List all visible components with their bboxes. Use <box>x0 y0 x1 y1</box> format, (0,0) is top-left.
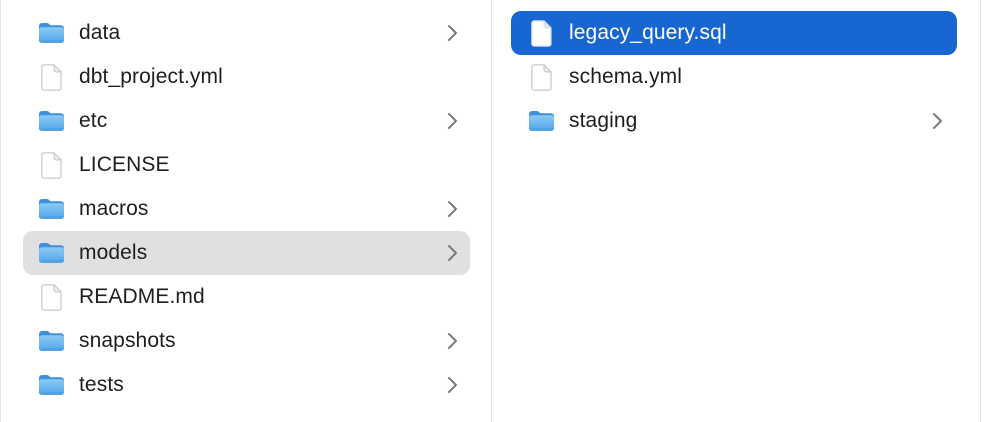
item-label: LICENSE <box>79 153 170 176</box>
item-label: schema.yml <box>569 65 683 88</box>
document-icon <box>37 63 65 91</box>
document-icon <box>527 19 555 47</box>
item-label: macros <box>79 197 149 220</box>
document-icon <box>37 283 65 311</box>
folder-row[interactable]: tests <box>23 363 470 407</box>
folder-row[interactable]: etc <box>23 99 470 143</box>
item-label: staging <box>569 109 638 132</box>
chevron-right-icon <box>447 112 458 130</box>
item-label: models <box>79 241 148 264</box>
folder-row[interactable]: snapshots <box>23 319 470 363</box>
file-row[interactable]: LICENSE <box>23 143 470 187</box>
chevron-right-icon <box>447 200 458 218</box>
document-icon <box>527 63 555 91</box>
chevron-right-icon <box>447 376 458 394</box>
folder-row[interactable]: macros <box>23 187 470 231</box>
item-label: dbt_project.yml <box>79 65 223 88</box>
file-row[interactable]: legacy_query.sql <box>511 11 957 55</box>
folder-icon <box>37 239 65 267</box>
item-label: etc <box>79 109 108 132</box>
item-label: legacy_query.sql <box>569 21 727 44</box>
item-label: data <box>79 21 121 44</box>
folder-icon <box>37 107 65 135</box>
folder-icon <box>37 195 65 223</box>
chevron-right-icon <box>447 24 458 42</box>
finder-column-right: legacy_query.sql schema.yml <box>492 0 981 422</box>
folder-row[interactable]: data <box>23 11 470 55</box>
folder-row[interactable]: models <box>23 231 470 275</box>
item-label: README.md <box>79 285 205 308</box>
folder-icon <box>37 19 65 47</box>
item-label: snapshots <box>79 329 176 352</box>
finder-column-left: data dbt_project.yml <box>1 0 492 422</box>
file-row[interactable]: README.md <box>23 275 470 319</box>
chevron-right-icon <box>932 112 943 130</box>
item-label: tests <box>79 373 124 396</box>
folder-row[interactable]: staging <box>511 99 957 143</box>
chevron-right-icon <box>447 332 458 350</box>
file-row[interactable]: dbt_project.yml <box>23 55 470 99</box>
document-icon <box>37 151 65 179</box>
file-row[interactable]: schema.yml <box>511 55 957 99</box>
chevron-right-icon <box>447 244 458 262</box>
folder-icon <box>37 327 65 355</box>
folder-icon <box>37 371 65 399</box>
folder-icon <box>527 107 555 135</box>
